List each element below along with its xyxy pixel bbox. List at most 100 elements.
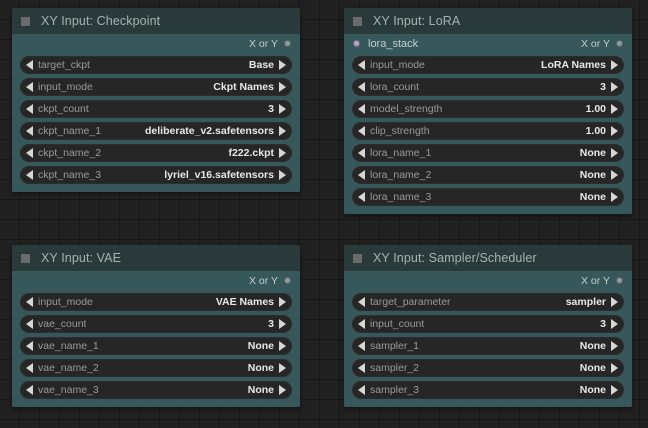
output-slot-dot-icon[interactable] — [284, 40, 291, 47]
decrement-arrow-icon[interactable] — [26, 104, 33, 114]
increment-arrow-icon[interactable] — [279, 170, 286, 180]
collapse-box-icon[interactable] — [353, 16, 362, 26]
output-slot-dot-icon[interactable] — [616, 277, 623, 284]
decrement-arrow-icon[interactable] — [26, 170, 33, 180]
collapse-box-icon[interactable] — [353, 253, 362, 263]
decrement-arrow-icon[interactable] — [26, 82, 33, 92]
decrement-arrow-icon[interactable] — [358, 170, 365, 180]
increment-arrow-icon[interactable] — [611, 192, 618, 202]
increment-arrow-icon[interactable] — [279, 363, 286, 373]
increment-arrow-icon[interactable] — [279, 297, 286, 307]
node-titlebar[interactable]: XY Input: Sampler/Scheduler — [344, 245, 632, 271]
decrement-arrow-icon[interactable] — [26, 385, 33, 395]
increment-arrow-icon[interactable] — [611, 319, 618, 329]
decrement-arrow-icon[interactable] — [358, 297, 365, 307]
collapse-box-icon[interactable] — [21, 16, 30, 26]
decrement-arrow-icon[interactable] — [358, 82, 365, 92]
increment-arrow-icon[interactable] — [611, 341, 618, 351]
decrement-arrow-icon[interactable] — [26, 60, 33, 70]
increment-arrow-icon[interactable] — [279, 126, 286, 136]
increment-arrow-icon[interactable] — [611, 104, 618, 114]
output-slot-dot-icon[interactable] — [284, 277, 291, 284]
decrement-arrow-icon[interactable] — [26, 363, 33, 373]
input-slot-dot-icon[interactable] — [353, 40, 360, 47]
increment-arrow-icon[interactable] — [611, 170, 618, 180]
slot-row: X or Y — [344, 271, 632, 290]
decrement-arrow-icon[interactable] — [358, 319, 365, 329]
output-slot-dot-icon[interactable] — [616, 40, 623, 47]
decrement-arrow-icon[interactable] — [26, 126, 33, 136]
increment-arrow-icon[interactable] — [279, 148, 286, 158]
node-titlebar[interactable]: XY Input: Checkpoint — [12, 8, 300, 34]
increment-arrow-icon[interactable] — [279, 60, 286, 70]
node-titlebar[interactable]: XY Input: VAE — [12, 245, 300, 271]
increment-arrow-icon[interactable] — [279, 82, 286, 92]
decrement-arrow-icon[interactable] — [26, 319, 33, 329]
decrement-arrow-icon[interactable] — [358, 385, 365, 395]
node-titlebar[interactable]: XY Input: LoRA — [344, 8, 632, 34]
decrement-arrow-icon[interactable] — [358, 192, 365, 202]
increment-arrow-icon[interactable] — [279, 385, 286, 395]
decrement-arrow-icon[interactable] — [358, 363, 365, 373]
decrement-arrow-icon[interactable] — [358, 126, 365, 136]
increment-arrow-icon[interactable] — [279, 341, 286, 351]
slot-output[interactable]: X or Y — [249, 275, 291, 287]
increment-arrow-icon[interactable] — [611, 82, 618, 92]
decrement-arrow-icon[interactable] — [26, 148, 33, 158]
increment-arrow-icon[interactable] — [611, 126, 618, 136]
decrement-arrow-icon[interactable] — [358, 60, 365, 70]
decrement-arrow-icon[interactable] — [26, 297, 33, 307]
increment-arrow-icon[interactable] — [279, 104, 286, 114]
decrement-arrow-icon[interactable] — [358, 341, 365, 351]
slot-output[interactable]: X or Y — [581, 38, 623, 50]
increment-arrow-icon[interactable] — [611, 363, 618, 373]
increment-arrow-icon[interactable] — [611, 60, 618, 70]
node-xy-input-sampler-scheduler[interactable]: XY Input: Sampler/Scheduler X or Y target_… — [344, 245, 632, 407]
slot-output[interactable]: X or Y — [249, 38, 291, 50]
increment-arrow-icon[interactable] — [611, 297, 618, 307]
slot-output[interactable]: X or Y — [581, 275, 623, 287]
increment-arrow-icon[interactable] — [611, 148, 618, 158]
output-slot-label: X or Y — [581, 37, 610, 50]
increment-arrow-icon[interactable] — [611, 385, 618, 395]
widget-name: lora_name_2 — [370, 169, 432, 181]
widget-value: None — [247, 362, 274, 374]
widget-name: input_count — [370, 318, 425, 330]
widget-value: sampler — [565, 296, 606, 308]
widget-name: model_strength — [370, 103, 443, 115]
decrement-arrow-icon[interactable] — [26, 341, 33, 351]
collapse-box-icon[interactable] — [21, 253, 30, 263]
decrement-arrow-icon[interactable] — [358, 104, 365, 114]
slot-input[interactable]: lora_stack — [353, 38, 581, 50]
decrement-arrow-icon[interactable] — [358, 148, 365, 158]
increment-arrow-icon[interactable] — [279, 319, 286, 329]
